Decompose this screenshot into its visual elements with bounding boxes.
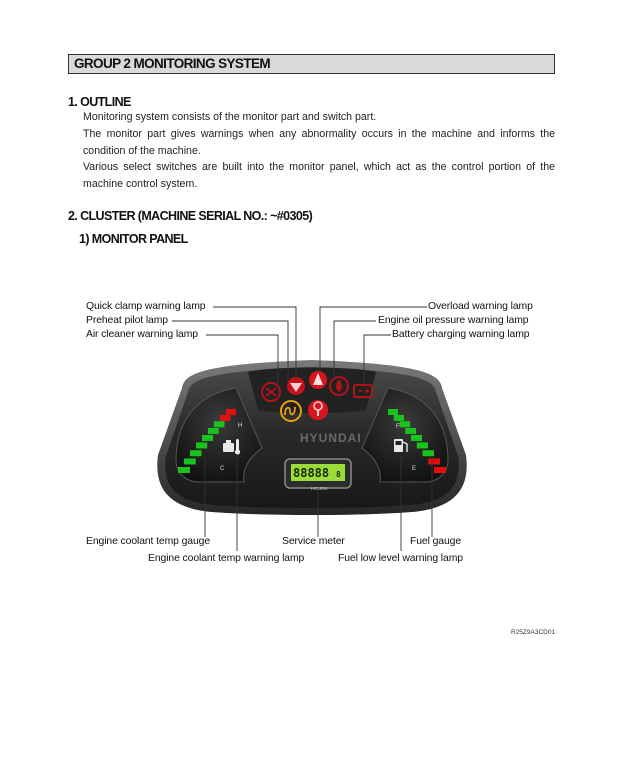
fuel-gauge-segment-red: [434, 467, 446, 473]
service-meter-decimal-digit: 8: [336, 470, 341, 479]
fuel-gauge-dial: [361, 387, 449, 483]
coolant-gauge-segment: [178, 467, 190, 473]
fuel-gauge-segment-red: [428, 458, 440, 465]
air-cleaner-lamp-icon: [280, 400, 302, 422]
fuel-empty-marker: E: [412, 466, 416, 472]
engine-coolant-warning-icon: [223, 439, 241, 455]
fuel-gauge-segment: [399, 421, 410, 428]
label-overload: Overload warning lamp: [428, 301, 533, 312]
engine-warning-lamp-icon: [308, 400, 328, 420]
leader-lines: [172, 306, 433, 551]
label-coolant-gauge: Engine coolant temp gauge: [86, 536, 211, 547]
service-meter-digits: 88888: [293, 466, 329, 480]
hours-label: HOURS: [311, 486, 327, 491]
fuel-gauge-segment: [411, 435, 422, 441]
label-air-cleaner: Air cleaner warning lamp: [86, 329, 198, 340]
coolant-gauge-segment-red: [220, 414, 231, 421]
label-engine-oil: Engine oil pressure warning lamp: [378, 315, 529, 326]
outline-line-2: The monitor part gives warnings when any…: [83, 128, 555, 157]
coolant-gauge-segment: [184, 458, 196, 465]
coolant-gauge-segments: [178, 409, 236, 473]
label-service-meter: Service meter: [282, 536, 345, 547]
coolant-gauge-segment: [202, 435, 213, 441]
fuel-full-marker: F: [396, 424, 400, 430]
label-battery: Battery charging warning lamp: [392, 329, 530, 340]
coolant-gauge-segment: [208, 427, 219, 434]
overload-lamp-icon: [309, 371, 327, 389]
coolant-gauge-segment: [196, 442, 208, 449]
label-quick-clamp: Quick clamp warning lamp: [86, 301, 206, 312]
coolant-gauge-segment-red: [226, 409, 236, 415]
battery-charging-lamp-icon: [353, 384, 373, 398]
engine-oil-pressure-lamp-icon: [329, 376, 349, 396]
fuel-gauge-segment: [405, 427, 416, 434]
coolant-gauge-segment: [214, 421, 225, 428]
quick-clamp-lamp-icon: [261, 382, 281, 402]
label-fuel-gauge: Fuel gauge: [410, 536, 461, 547]
label-fuel-low: Fuel low level warning lamp: [338, 553, 463, 564]
fuel-gauge-segment: [416, 442, 428, 449]
outline-line-1: Monitoring system consists of the monito…: [83, 111, 377, 123]
group-title-bar: GROUP 2 MONITORING SYSTEM: [68, 54, 555, 74]
fuel-gauge-segment: [388, 409, 398, 415]
fuel-gauge-segment: [422, 450, 434, 457]
monitor-panel-subheading: 1) MONITOR PANEL: [79, 232, 188, 246]
service-meter: 88888 8 HOURS: [284, 458, 352, 491]
cluster-heading: 2. CLUSTER (MACHINE SERIAL NO.: ~#0305): [68, 209, 313, 223]
coolant-gauge-segment: [190, 450, 202, 457]
temp-high-marker: H: [238, 423, 242, 429]
outline-heading: 1. OUTLINE: [68, 95, 131, 109]
outline-line-3: Various select switches are built into t…: [83, 161, 555, 190]
figure-code: R25Z9A3CD01: [511, 629, 556, 636]
preheat-lamp-icon: [287, 377, 305, 395]
coolant-temp-gauge: [175, 387, 263, 483]
label-preheat: Preheat pilot lamp: [86, 315, 168, 326]
group-title: GROUP 2 MONITORING SYSTEM: [74, 56, 271, 71]
label-coolant-warning: Engine coolant temp warning lamp: [148, 553, 305, 564]
brand-logo-text: HYUNDAI: [300, 431, 362, 445]
temp-cold-marker: C: [220, 466, 225, 472]
fuel-pump-icon: [394, 439, 408, 452]
fuel-gauge-segment: [393, 414, 404, 421]
fuel-gauge-segments: [388, 409, 446, 473]
